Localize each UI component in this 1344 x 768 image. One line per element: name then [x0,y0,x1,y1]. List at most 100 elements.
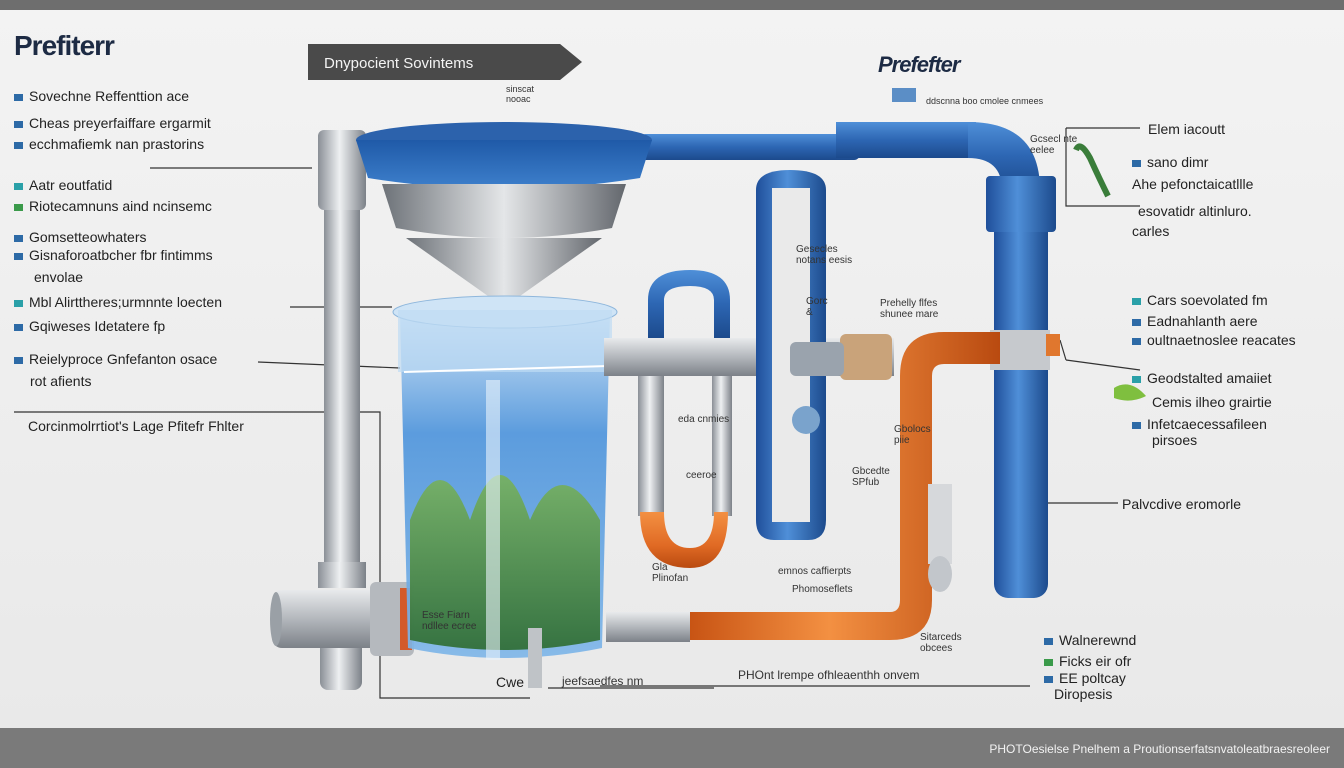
bullet-icon [14,299,23,307]
right-label-9: Geodstalted amaiiet [1132,370,1272,386]
left-label-7: Gisnaforoatbcher fbr fintimms [14,247,213,263]
valve-inlet [270,592,282,646]
drain-valve [528,628,542,688]
title-right-icon [892,88,916,102]
small-steel-drop [638,376,664,516]
right-label-2: sano dimr [1132,154,1208,170]
right-label-15: Ficks eir ofr [1044,653,1131,669]
center-label-1: Gesecles notans eesis [796,244,853,266]
center-label-8: Gla Plinofan [652,562,689,584]
center-label-4: eda cnmies [678,414,730,425]
top-blue-elbow [968,122,1040,190]
green-leaf-icon [1114,384,1146,401]
center-valve [790,342,844,376]
center-label-7: ceeroe [686,470,717,481]
top-blue-pipe [640,134,860,160]
left-label-3: ecchmafiemk nan prastorins [14,136,204,152]
green-hook-icon [1073,143,1111,198]
bullet-icon [1132,297,1141,305]
right-label-16: EE poltcay [1044,670,1126,686]
bullet-icon [1044,658,1053,666]
banner-sub-label: sinscat nooac [506,84,535,104]
bullet-icon [1132,375,1141,383]
right-title: Prefefter [878,52,960,77]
banner-arrow [308,44,582,80]
bottom-steel-connector [606,612,690,642]
left-label-9: Mbl Alirttheres;urmnnte loecten [14,294,222,310]
bullet-icon [14,252,23,260]
left-label-6: Gomsetteowhaters [14,229,147,245]
footer-caption: PHOTOesielse Pnelhem a Proutionserfatsnv… [989,742,1330,756]
bullet-icon [1132,159,1141,167]
steel-funnel [382,184,626,238]
tank-water-line [403,365,609,373]
right-label-5: carles [1132,223,1170,239]
center-label-9: emnos caffierpts [778,566,852,577]
bullet-icon [1132,337,1141,345]
right-label-4: esovatidr altinluro. [1138,203,1252,219]
left-vertical-pipe [324,160,360,580]
left-label-12: rot afients [30,373,92,389]
right-valve-bulb [928,556,952,592]
pipe-collar [318,562,366,588]
right-label-17: Diropesis [1054,686,1113,702]
right-label-11: Infetcaecessafileen [1132,416,1267,432]
right-label-1: Elem iacoutt [1148,121,1226,137]
bottom-bar [0,728,1344,768]
top-blue-pipe-right [836,122,976,158]
right-label-14: Walnerewnd [1044,632,1136,648]
pipe-bottom [320,640,362,690]
bullet-icon [14,93,23,101]
page-title: Prefiterr [14,30,115,61]
right-pipe-coupling [986,176,1056,232]
center-label-6: Gbcedte SPfub [852,466,890,488]
left-label-1: Sovechne Reffenttion ace [14,88,189,104]
right-label-13: Palvcdive eromorle [1122,496,1242,512]
right-valve-stem [928,484,952,564]
bullet-icon [14,203,23,211]
center-label-12: Esse Fiarn ndllee ecree [422,610,477,632]
center-label-14: jeefsaedfes nm [562,674,644,688]
orange-main-pipe [690,332,1000,640]
bullet-icon [14,182,23,190]
left-label-5: Riotecamnuns aind ncinsemc [14,198,212,214]
right-label-10: Cemis ilheo grairtie [1152,394,1272,410]
center-label-15: PHOnt lrempe ofhleaenthh onvem [738,668,920,682]
tank-plants [410,475,600,650]
center-label-2: Gorc & [806,296,828,318]
tank-top-band [398,310,612,372]
bullet-icon [1044,637,1053,645]
center-label-10: Sitarceds obcees [920,632,962,654]
left-label-11: Reielyproce Gnfefanton osace [14,351,217,367]
left-label-10: Gqiweses Idetatere fp [14,318,165,334]
tank-center-tube [486,380,500,660]
center-label-3: Prehelly flfes shunee mare [880,298,939,320]
bullet-icon [1044,675,1053,683]
left-leader-lines [14,127,1141,699]
orange-u-pipe [640,512,728,568]
bullet-icon [14,323,23,331]
bullet-icon [1132,318,1141,326]
right-label-8: oultnaetnoslee reacates [1132,332,1296,348]
center-label-13: Cwe [496,674,525,690]
pipe-top-fitting [318,130,366,210]
funnel-cone [406,238,602,296]
center-label-5: Gbolocs piie [894,424,931,446]
small-steel-drop-2 [712,376,732,516]
bullet-icon [14,120,23,128]
center-gauge [792,406,820,434]
bullet-icon [14,234,23,242]
right-blue-vertical-pipe [994,178,1048,598]
left-label-2: Cheas preyerfaiffare ergarmit [14,115,211,131]
left-label-4: Aatr eoutfatid [14,177,112,193]
small-blue-loop [648,270,730,338]
bullet-icon [1132,421,1141,429]
left-label-13: Corcinmolrrtiot's Lage Pfitefr Fhlter [28,418,244,434]
right-label-6: Cars soevolated fm [1132,292,1268,308]
center-label-11: Phomoseflets [792,584,853,595]
bullet-icon [14,141,23,149]
right-label-7: Eadnahlanth aere [1132,313,1258,329]
right-label-12: pirsoes [1152,432,1198,448]
